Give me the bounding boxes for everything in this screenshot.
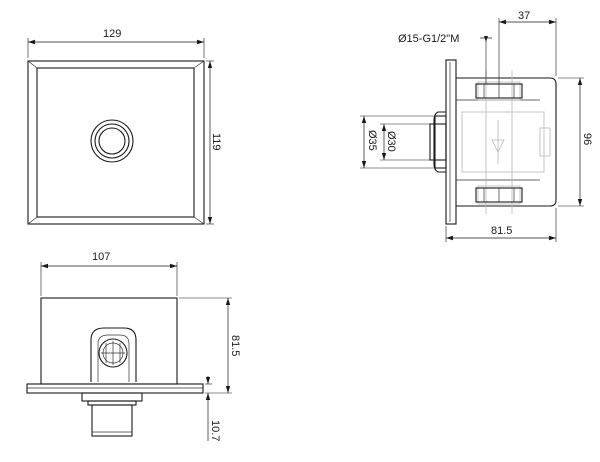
side-height-dimension: 96 xyxy=(558,77,593,207)
top-fitting-icon xyxy=(475,83,523,99)
front-height-label: 119 xyxy=(210,133,222,151)
inner-diameter-label: Ø30 xyxy=(385,131,397,152)
thread-label: Ø15-G1/2"M xyxy=(398,33,459,45)
nozzle-icon xyxy=(90,327,137,382)
side-depth-label: 81.5 xyxy=(491,225,512,237)
bottom-outlet xyxy=(91,404,133,437)
front-view: 129 119 xyxy=(27,28,222,225)
bottom-fitting-icon xyxy=(475,187,523,203)
bottom-width-label: 107 xyxy=(92,251,110,263)
front-width-label: 129 xyxy=(103,28,121,40)
inner-diameter-dimension: Ø30 xyxy=(380,123,430,161)
side-button-icon xyxy=(429,111,447,173)
side-depth-dimension: 81.5 xyxy=(445,208,557,242)
thread-callout: Ø15-G1/2"M xyxy=(398,33,492,84)
front-width-dimension: 129 xyxy=(27,28,205,58)
bottom-plate xyxy=(26,383,204,394)
plate-thickness-label: 10.7 xyxy=(209,420,221,441)
side-height-label: 96 xyxy=(581,133,593,145)
side-plate xyxy=(445,59,457,225)
side-housing xyxy=(456,77,557,207)
outer-diameter-label: Ø35 xyxy=(366,130,378,151)
front-height-dimension: 119 xyxy=(206,60,222,225)
bottom-height-label: 81.5 xyxy=(229,335,241,356)
push-button-icon xyxy=(90,119,134,163)
front-plate-inner xyxy=(36,67,195,218)
top-depth-label: 37 xyxy=(518,10,530,22)
bottom-housing xyxy=(40,297,178,385)
bottom-view: 107 81.5 10.7 xyxy=(26,251,241,441)
bottom-height-dimension: 81.5 xyxy=(179,297,241,394)
side-view: Ø15-G1/2"M 37 96 Ø35 xyxy=(360,10,593,242)
front-plate-outer xyxy=(27,60,205,225)
outer-diameter-dimension: Ø35 xyxy=(360,115,434,169)
valve-internal xyxy=(461,70,551,214)
top-depth-dimension: 37 xyxy=(498,10,557,84)
bottom-width-dimension: 107 xyxy=(40,251,178,296)
plate-thickness-dimension: 10.7 xyxy=(205,376,221,441)
